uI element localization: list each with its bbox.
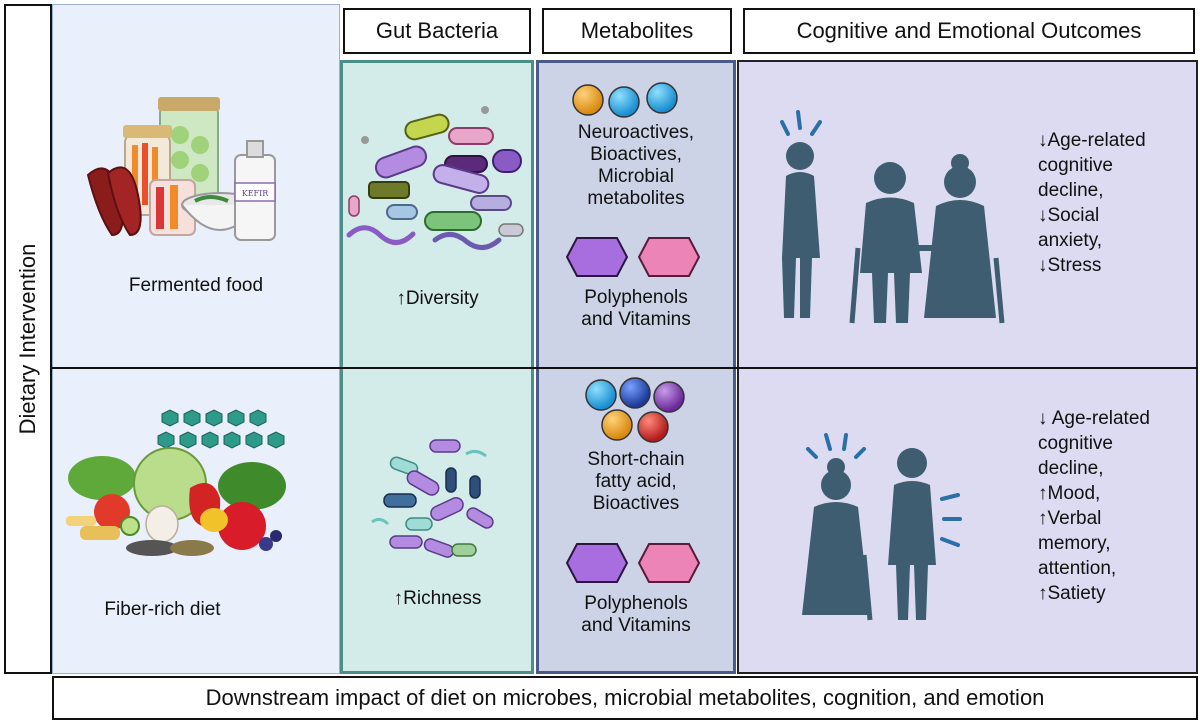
bacteria-diversity-illustration bbox=[346, 106, 524, 250]
fermented-food-label: Fermented food bbox=[128, 275, 264, 296]
polyphenol-hexagons-2 bbox=[565, 543, 701, 583]
older-adults-illustration bbox=[780, 110, 1005, 324]
bacteria-richness-illustration bbox=[371, 439, 494, 558]
footer-caption: Downstream impact of diet on microbes, m… bbox=[52, 676, 1198, 720]
metabolite-spheres-2 bbox=[585, 377, 685, 443]
header-outcomes: Cognitive and Emotional Outcomes bbox=[743, 8, 1195, 54]
richness-label: ↑Richness bbox=[393, 588, 482, 609]
row-divider bbox=[52, 367, 1198, 369]
outcomes-text-row2: ↓ Age-related cognitive decline, ↑Mood, … bbox=[1038, 408, 1150, 604]
metabolites-list-row1: Neuroactives, Bioactives, Microbial meta… bbox=[577, 122, 695, 209]
fiber-rich-food-illustration bbox=[66, 409, 286, 556]
outcomes-text-row1: ↓Age-related cognitive decline, ↓Social … bbox=[1038, 130, 1146, 276]
header-metabolites: Metabolites bbox=[542, 8, 732, 54]
diversity-label: ↑Diversity bbox=[396, 288, 479, 309]
dietary-intervention-label: Dietary Intervention bbox=[4, 4, 52, 674]
metabolites-list-row2: Short-chain fatty acid, Bioactives bbox=[587, 449, 685, 514]
polyphenols-label-row1: Polyphenols and Vitamins bbox=[581, 287, 691, 330]
header-gut-bacteria: Gut Bacteria bbox=[343, 8, 531, 54]
fermented-food-illustration: KEFIR bbox=[86, 97, 276, 241]
woman-man-illustration bbox=[802, 433, 962, 621]
kefir-label: KEFIR bbox=[242, 189, 270, 198]
polyphenols-label-row2: Polyphenols and Vitamins bbox=[581, 593, 691, 636]
metabolite-spheres-1 bbox=[572, 82, 678, 118]
side-label-text: Dietary Intervention bbox=[15, 243, 40, 435]
polyphenol-hexagons-1 bbox=[565, 237, 701, 277]
fiber-rich-diet-label: Fiber-rich diet bbox=[104, 599, 221, 620]
